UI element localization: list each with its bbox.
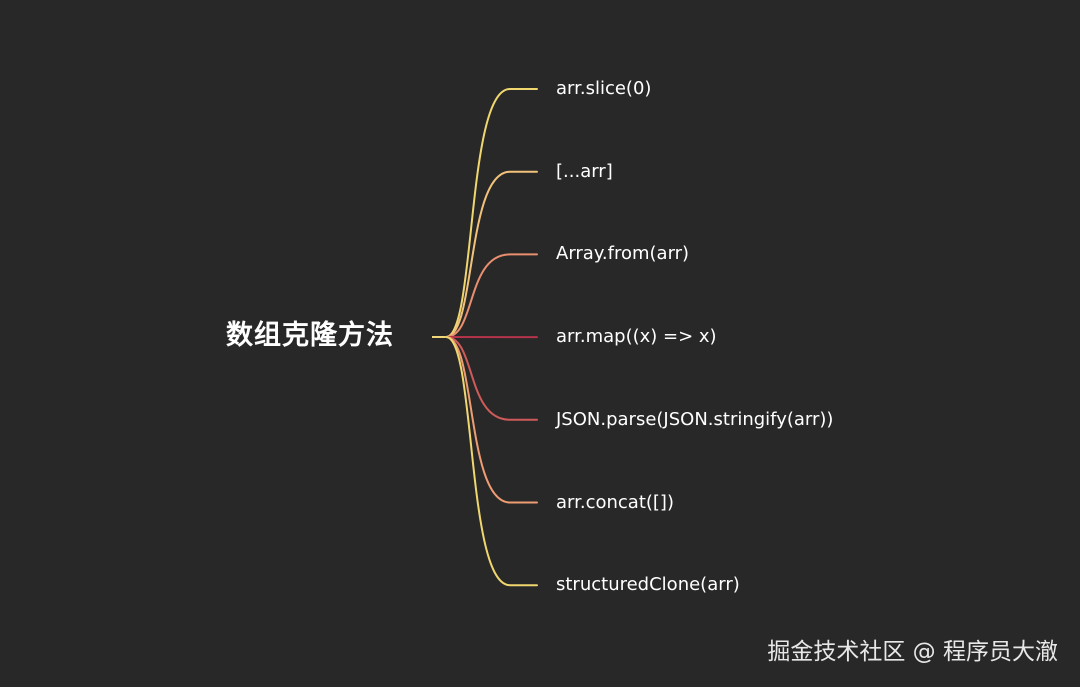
branch-connector [445,336,538,421]
branch-label: JSON.parse(JSON.stringify(arr)) [556,408,834,430]
branch-connector [445,336,538,587]
branch-connector [445,253,538,338]
branch-label: Array.from(arr) [556,243,690,265]
branch-label: [...arr] [556,160,613,182]
branch-connector [445,170,538,338]
branch-label: arr.slice(0) [556,78,652,99]
branch-label: structuredClone(arr) [556,574,740,596]
branch-connector [445,88,538,338]
watermark-text: 掘金技术社区 @ 程序员大澈 [767,639,1058,665]
branch-label: arr.concat([]) [556,491,674,513]
branch-label: arr.map((x) => x) [556,326,717,348]
root-topic: 数组克隆方法 [226,320,394,351]
branch-connector [445,336,538,504]
